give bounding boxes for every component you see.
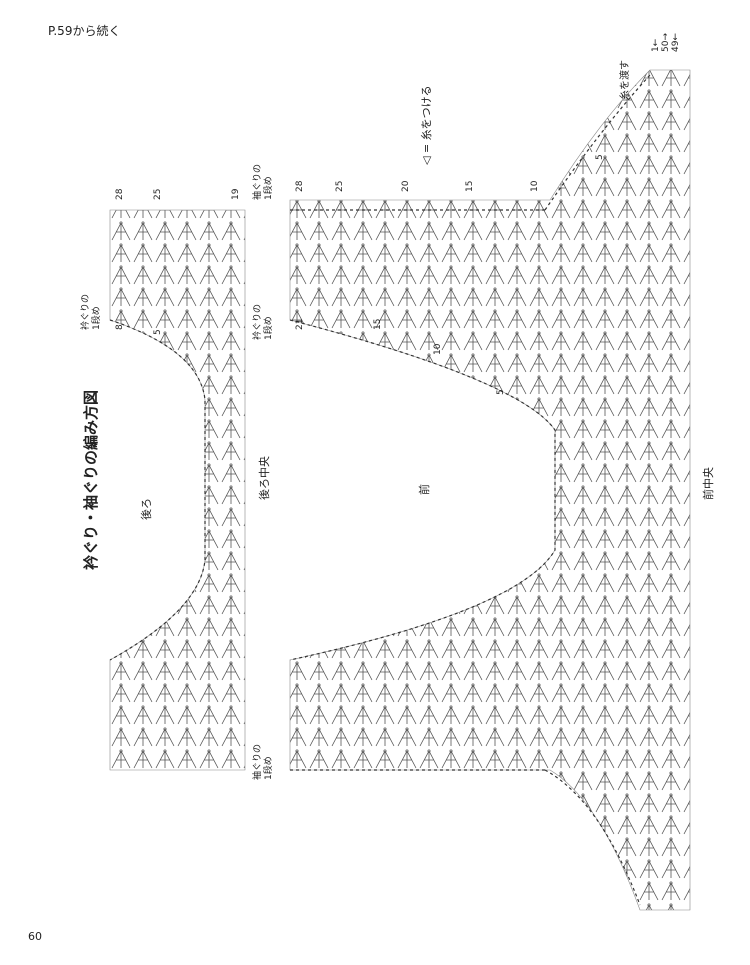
top-row-number: 49← [671, 33, 681, 52]
front-row-number: 5 [595, 154, 605, 160]
front-row-number: 10 [530, 180, 540, 192]
front-row-number: 25 [335, 181, 345, 192]
front-row-number: 21 [295, 319, 305, 330]
attach-yarn-note: ◁ = 糸をつける [420, 85, 433, 165]
front-panel [289, 69, 691, 911]
front-row-number: 28 [295, 180, 305, 192]
sleeve-row1-label: 袖ぐりの [251, 744, 263, 780]
front-row-number: 15 [465, 181, 475, 192]
front-row-number: 15 [373, 319, 383, 330]
back-center-label: 後ろ中央 [257, 456, 271, 500]
sleeve-row1-label: 1段め [262, 756, 274, 780]
continued-from-note: P.59から続く [48, 24, 121, 38]
neck-row1-label: 衿ぐりの [251, 304, 263, 340]
back-label: 後ろ [139, 498, 153, 520]
front-row-number: 20 [401, 180, 411, 192]
back-row-number: 28 [115, 188, 125, 200]
sleeve-row1-label: 袖ぐりの [251, 164, 263, 200]
back-row-number: 25 [153, 189, 163, 200]
neck-row1-label: 衿ぐりの [79, 294, 91, 330]
pass-yarn-note: 糸を渡す [618, 60, 631, 100]
front-label: 前 [417, 484, 431, 495]
back-row-number: 19 [231, 188, 241, 200]
neck-row1-label: 1段め [90, 306, 102, 330]
back-panel [109, 209, 246, 771]
page-number: 60 [28, 930, 42, 943]
back-row-number: 8 [115, 324, 125, 330]
front-row-number: 10 [433, 343, 443, 355]
neck-row1-label: 1段め [262, 316, 274, 340]
top-row-number: 50→ [661, 33, 671, 52]
top-row-number: 1← [651, 38, 661, 52]
front-center-label: 前中央 [701, 467, 715, 500]
front-row-number: 5 [496, 389, 506, 395]
sleeve-row1-label: 1段め [262, 176, 274, 200]
diagram-title: 衿ぐり・袖ぐりの編み方図 [82, 390, 100, 570]
back-row-number: 5 [153, 329, 163, 335]
